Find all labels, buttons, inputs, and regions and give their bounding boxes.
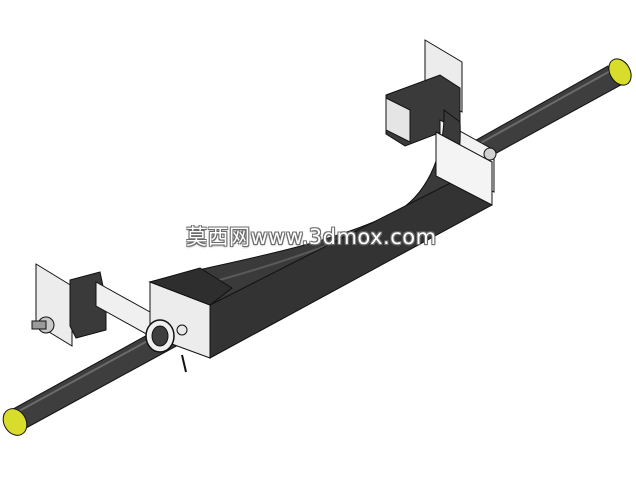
left-mount-plate (35, 263, 73, 347)
cradle-end-wall (435, 131, 493, 206)
collar-bore (151, 325, 169, 347)
rod-highlight-upper (467, 69, 613, 151)
support-rod (2, 58, 632, 436)
collar-bolt-bottom (181, 354, 187, 373)
rod-highlight-lower (9, 331, 165, 417)
front-collar (145, 319, 188, 373)
rod-end-cap-left (2, 408, 28, 436)
right-clamp-bolt (483, 147, 497, 161)
collar-bolt-top (176, 324, 188, 336)
right-bracket-face (385, 97, 411, 143)
left-mount (31, 263, 151, 347)
rod-end-cap-right (608, 58, 632, 86)
left-stud-shaft (31, 320, 47, 330)
watermark-text: 莫西网www.3dmox.com (186, 225, 437, 249)
cradle-left-block (148, 267, 233, 306)
